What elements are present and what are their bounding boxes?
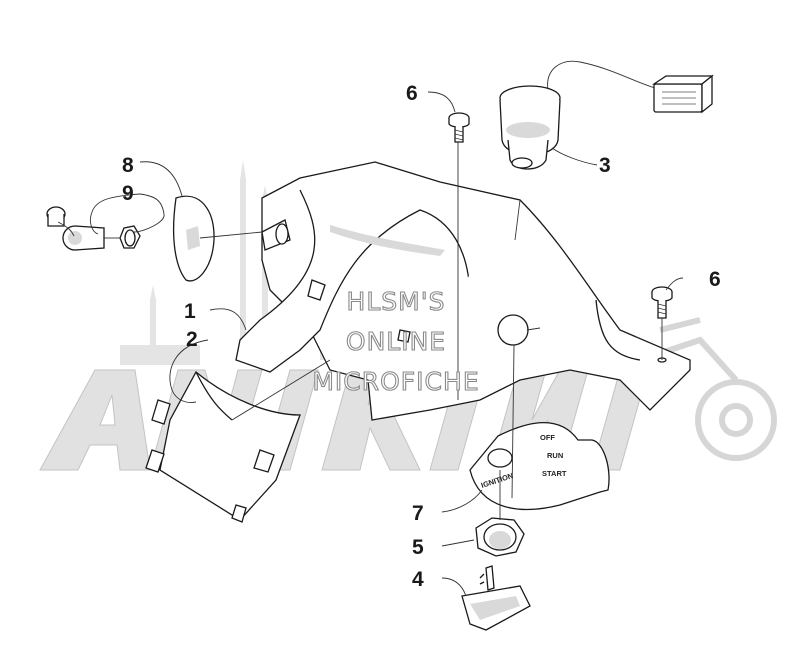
callout-2: 2	[186, 328, 198, 351]
part-5-ignition-nut	[475, 517, 525, 557]
callout-6a: 6	[406, 82, 418, 105]
callout-numbers: 6 3 6 8 9 1 2 7 5 4	[122, 82, 721, 591]
callout-9: 9	[122, 182, 134, 205]
part-4-key	[461, 565, 531, 631]
watermark-line-1: HLSM'S	[347, 287, 446, 316]
ignition-label-off: OFF	[540, 433, 555, 442]
callout-4: 4	[412, 568, 424, 591]
ignition-label-run: RUN	[547, 451, 563, 460]
callout-3: 3	[599, 154, 611, 177]
part-7-ignition-plate: OFF RUN START IGNITION	[469, 421, 610, 511]
callout-7: 7	[412, 502, 424, 525]
callout-6b: 6	[709, 268, 721, 291]
part-1-console-housing	[235, 161, 691, 421]
part-6-screw-upper	[448, 112, 470, 143]
part-9-nut-and-socket	[46, 206, 141, 251]
leader-lines	[89, 91, 684, 597]
watermark-line-3: MICROFICHE	[312, 367, 479, 396]
ignition-label-start: START	[542, 469, 567, 478]
part-3-switch-assembly	[499, 60, 714, 170]
callout-8: 8	[122, 154, 134, 177]
part-8-decal-disc	[172, 195, 263, 282]
watermark-text: HLSM'S ONLINE MICROFICHE	[312, 286, 479, 396]
watermark-line-2: ONLINE	[346, 327, 446, 356]
callout-1: 1	[184, 300, 196, 323]
callout-5: 5	[412, 536, 424, 559]
part-6-screw-lower	[651, 286, 673, 319]
part-2-trim-cover	[145, 359, 331, 523]
